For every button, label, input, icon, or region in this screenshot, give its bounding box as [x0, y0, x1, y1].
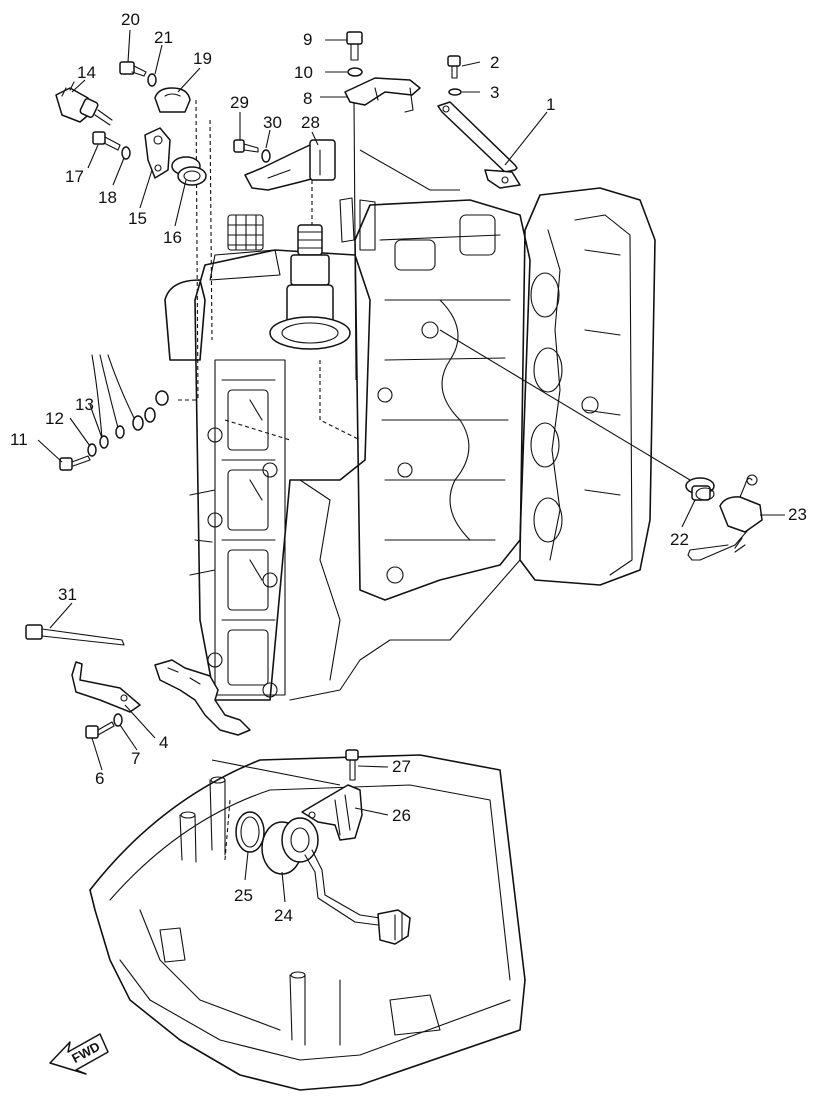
part-23-cap — [687, 474, 763, 561]
part-27-bolt — [345, 749, 359, 781]
callout-18: 18 — [98, 188, 117, 207]
callout-22: 22 — [670, 530, 689, 549]
callout-31: 31 — [58, 585, 77, 604]
part-10-washer — [347, 67, 363, 77]
callout-4: 4 — [159, 733, 168, 752]
callout-19: 19 — [193, 49, 212, 68]
callout-23: 23 — [788, 505, 807, 524]
lower-cowling — [89, 754, 526, 1091]
part-7-washer — [113, 713, 123, 727]
callout-10: 10 — [294, 63, 313, 82]
callout-17: 17 — [65, 167, 84, 186]
part-8-bracket — [344, 77, 421, 113]
part-14-sensor — [55, 81, 113, 126]
part-29-bolt — [233, 139, 259, 153]
part-20-bolt — [119, 61, 147, 77]
assembly-lines — [175, 99, 691, 861]
callout-13: 13 — [75, 395, 94, 414]
part-18-washer — [121, 146, 131, 160]
part-21-washer — [147, 73, 157, 87]
callout-12: 12 — [45, 409, 64, 428]
part-22-sensor — [685, 477, 715, 501]
part-24-connector — [261, 817, 411, 945]
part-26-bracket — [301, 784, 363, 841]
leader-lines — [37, 29, 785, 903]
callout-2: 2 — [490, 53, 499, 72]
crankshaft-top — [269, 224, 351, 350]
part-31-cable-tie — [25, 624, 125, 646]
callout-24: 24 — [274, 906, 293, 925]
part-4-bracket — [71, 661, 141, 713]
callout-3: 3 — [490, 83, 499, 102]
callout-20: 20 — [121, 10, 140, 29]
callout-labels: 1 2 3 4 6 7 8 9 10 11 12 13 14 15 16 17 … — [10, 10, 807, 925]
part-16-grommet — [171, 156, 207, 186]
part-25-seal-ring — [235, 811, 265, 853]
part-1-bracket — [437, 101, 521, 189]
callout-7: 7 — [131, 749, 140, 768]
callout-16: 16 — [163, 228, 182, 247]
part-9-bolt — [346, 31, 363, 61]
fwd-arrow: FWD — [49, 1033, 109, 1075]
callout-14: 14 — [77, 63, 96, 82]
part-6-bolt — [85, 721, 115, 739]
callout-15: 15 — [128, 209, 147, 228]
callout-8: 8 — [303, 89, 312, 108]
callout-30: 30 — [263, 113, 282, 132]
callout-9: 9 — [303, 30, 312, 49]
callout-26: 26 — [392, 806, 411, 825]
callout-21: 21 — [154, 28, 173, 47]
part-12-washer — [87, 443, 97, 457]
part-11-bolt — [59, 455, 91, 471]
callout-28: 28 — [301, 113, 320, 132]
engine-block — [164, 187, 656, 701]
part-19-clamp — [154, 87, 191, 113]
part-2-bolt — [447, 55, 461, 79]
part-28-bracket — [244, 139, 336, 191]
callout-27: 27 — [392, 757, 411, 776]
part-3-washer — [448, 88, 462, 96]
callout-1: 1 — [546, 95, 555, 114]
callout-29: 29 — [230, 93, 249, 112]
callout-25: 25 — [234, 886, 253, 905]
part-17-bolt — [92, 131, 121, 151]
part-15-bracket — [144, 127, 171, 179]
harness-clip — [154, 659, 251, 736]
callout-6: 6 — [95, 769, 104, 788]
callout-11: 11 — [10, 430, 28, 449]
part-30-washer — [261, 149, 271, 163]
part-13-ground-leads — [91, 354, 169, 449]
